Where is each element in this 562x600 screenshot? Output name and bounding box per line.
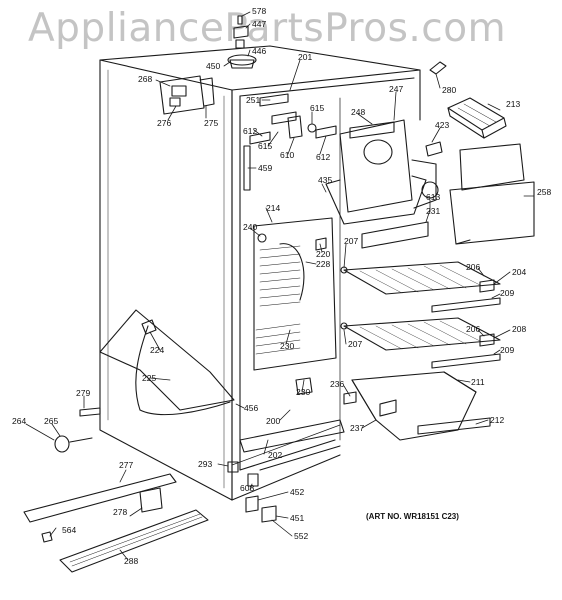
roller-parts	[54, 407, 101, 453]
door-panel	[449, 143, 535, 245]
callout-264: 264	[12, 416, 27, 426]
callout-288: 288	[124, 556, 139, 566]
callout-450: 450	[206, 61, 221, 71]
callout-447: 447	[252, 19, 267, 29]
callout-230-a: 230	[280, 341, 295, 351]
callout-236: 236	[330, 379, 345, 389]
callout-615-b: 615	[258, 141, 273, 151]
water-line	[99, 309, 235, 416]
callout-293: 293	[198, 459, 213, 469]
callout-613: 613	[426, 192, 441, 202]
callout-213: 213	[506, 99, 521, 109]
callout-265: 265	[44, 416, 59, 426]
callout-278: 278	[113, 507, 128, 517]
callout-248: 248	[351, 107, 366, 117]
watermark: AppliancePartsPros.com	[28, 6, 507, 51]
callout-209-a: 209	[500, 288, 515, 298]
callout-230-b: 230	[296, 387, 311, 397]
callout-608: 608	[240, 483, 255, 493]
callout-202: 202	[268, 450, 283, 460]
callout-211: 211	[471, 377, 485, 387]
callout-552: 552	[294, 531, 309, 541]
top-hinge-parts	[227, 15, 257, 69]
callout-612-b: 612	[316, 152, 331, 162]
callout-225: 225	[142, 373, 157, 383]
callout-451: 451	[290, 513, 305, 523]
callout-220: 220	[316, 249, 331, 259]
callout-237: 237	[350, 423, 365, 433]
callout-200: 200	[266, 416, 281, 426]
callout-446: 446	[252, 46, 267, 56]
shelf-lower	[340, 279, 501, 369]
crisper-drawer	[343, 371, 491, 441]
callout-204: 204	[512, 267, 527, 277]
callout-209-b: 209	[500, 345, 515, 355]
callout-279: 279	[76, 388, 91, 398]
base-grille	[59, 509, 209, 573]
callout-578: 578	[252, 6, 267, 16]
callout-207-b: 207	[348, 339, 363, 349]
callout-228: 228	[316, 259, 331, 269]
callout-423: 423	[435, 120, 450, 130]
evaporator-coil	[253, 217, 337, 371]
callout-212: 212	[490, 415, 505, 425]
callout-612-a: 612	[243, 126, 258, 136]
leader-lines	[25, 11, 535, 561]
callout-456: 456	[244, 403, 259, 413]
cabinet-body	[99, 45, 421, 501]
callout-247: 247	[389, 84, 404, 94]
callout-201: 201	[298, 52, 313, 62]
callout-564: 564	[62, 525, 77, 535]
callout-207-a: 207	[344, 236, 359, 246]
callout-251: 251	[246, 95, 261, 105]
callout-224: 224	[150, 345, 165, 355]
ice-tray	[429, 61, 507, 139]
rail-and-hinge	[23, 461, 277, 543]
callout-615-a: 615	[310, 103, 325, 113]
callout-214: 214	[266, 203, 281, 213]
callout-258: 258	[537, 187, 552, 197]
callout-452: 452	[290, 487, 305, 497]
art-number: (ART NO. WR18151 C23)	[366, 512, 459, 521]
callout-277: 277	[119, 460, 134, 470]
callout-206-b: 206	[466, 324, 481, 334]
callout-275: 275	[204, 118, 219, 128]
lower-frame	[239, 377, 345, 471]
callout-231: 231	[426, 206, 441, 216]
callout-435: 435	[318, 175, 333, 185]
callout-206-a: 206	[466, 262, 481, 272]
callout-268: 268	[138, 74, 153, 84]
callout-459: 459	[258, 163, 273, 173]
control-parts	[159, 75, 215, 115]
callout-240: 240	[243, 222, 258, 232]
callout-208: 208	[512, 324, 527, 334]
evaporator-shroud	[325, 119, 443, 249]
callout-610: 610	[280, 150, 295, 160]
callout-276: 276	[157, 118, 172, 128]
callout-280: 280	[442, 85, 457, 95]
